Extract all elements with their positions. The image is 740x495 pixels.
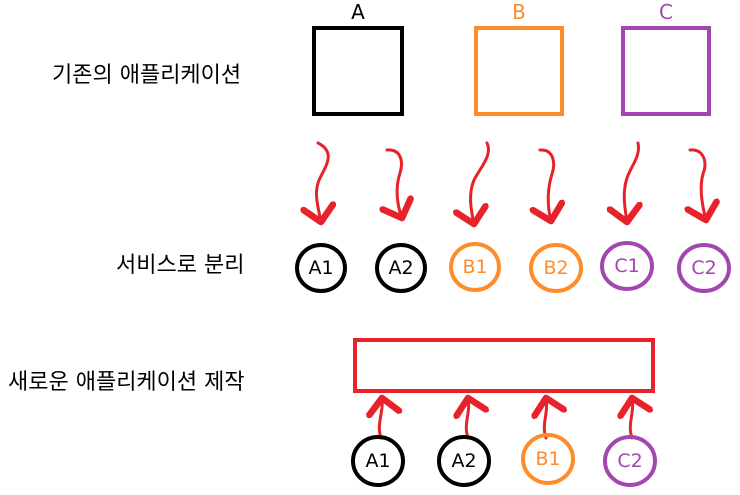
service-label: A2 — [451, 450, 476, 472]
split-arrow-b1 — [471, 141, 490, 224]
new-app-label: 새로운 애플리케이션 제작 — [8, 370, 245, 395]
split-arrow-b2 — [540, 148, 554, 221]
compose-arrow-b1 — [544, 398, 546, 440]
split-arrow-c2 — [690, 148, 706, 220]
app-label-b: B — [512, 0, 526, 24]
compose-arrow-a1 — [379, 398, 382, 440]
service-label: B1 — [535, 448, 560, 470]
app-label-a: A — [351, 0, 365, 24]
service-label: A2 — [388, 257, 413, 279]
split-arrow-a1 — [316, 141, 328, 222]
split-arrow-a2 — [387, 148, 402, 218]
service-a2: A2 — [375, 243, 427, 293]
service-c2: C2 — [677, 243, 731, 293]
service-label: B2 — [543, 257, 568, 279]
composed-service-b1: B1 — [521, 433, 575, 485]
split-arrow-c1 — [624, 141, 638, 222]
composed-service-a1: A1 — [351, 435, 405, 487]
app-box-c: C — [621, 0, 711, 116]
service-label: C2 — [691, 257, 716, 279]
service-label: C2 — [617, 450, 642, 472]
service-b1: B1 — [449, 242, 501, 292]
compose-arrow-a2 — [466, 398, 468, 440]
service-b2: B2 — [529, 243, 583, 293]
composed-service-a2: A2 — [437, 435, 491, 487]
existing-app-label: 기존의 애플리케이션 — [52, 63, 241, 88]
service-label: A1 — [365, 450, 390, 472]
service-label: A1 — [308, 257, 333, 279]
service-a1: A1 — [295, 243, 347, 293]
composed-service-c2: C2 — [603, 435, 657, 487]
service-label: B1 — [462, 256, 487, 278]
service-label: C1 — [614, 255, 639, 277]
service-c1: C1 — [600, 241, 654, 291]
app-label-c: C — [659, 0, 673, 24]
compose-arrow-c2 — [630, 398, 632, 440]
app-box-b: B — [474, 0, 564, 116]
app-box-a: A — [312, 0, 404, 116]
new-app-box — [353, 338, 655, 393]
split-services-label: 서비스로 분리 — [116, 253, 244, 278]
